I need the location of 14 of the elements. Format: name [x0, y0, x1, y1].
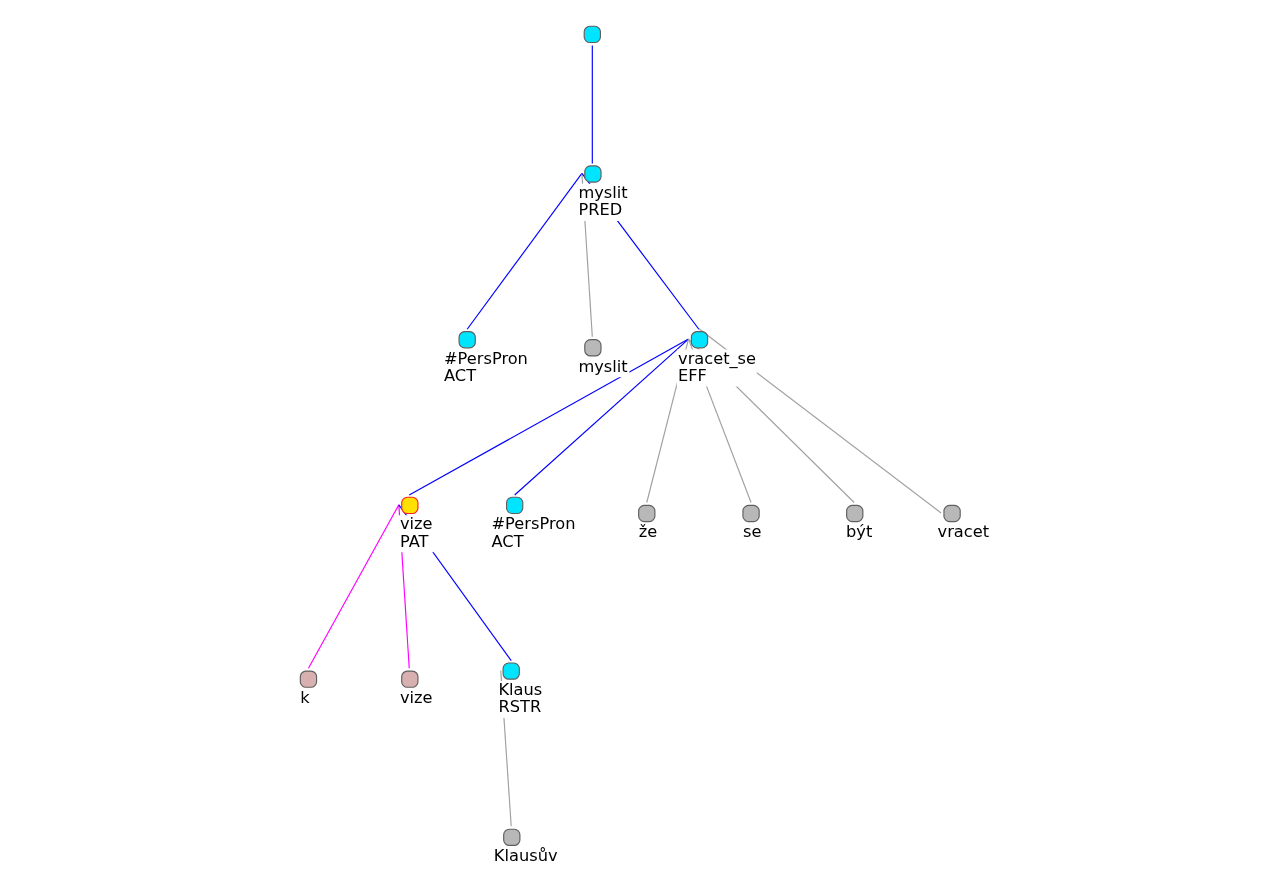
connector	[591, 44, 593, 165]
node-label: ACT	[443, 366, 476, 386]
node-label: se	[742, 522, 761, 542]
node-label: #PersPron	[491, 514, 575, 534]
connector	[466, 172, 582, 330]
node-label: ACT	[491, 531, 524, 551]
node-label: vracet	[937, 522, 989, 542]
node-label: #PersPron	[443, 348, 528, 368]
node-label: být	[845, 522, 872, 542]
node-label: Klausův	[493, 846, 558, 866]
node-label: vize	[399, 688, 433, 708]
node-label: že	[638, 522, 657, 542]
node-label: k	[299, 688, 310, 708]
connector	[307, 504, 399, 669]
